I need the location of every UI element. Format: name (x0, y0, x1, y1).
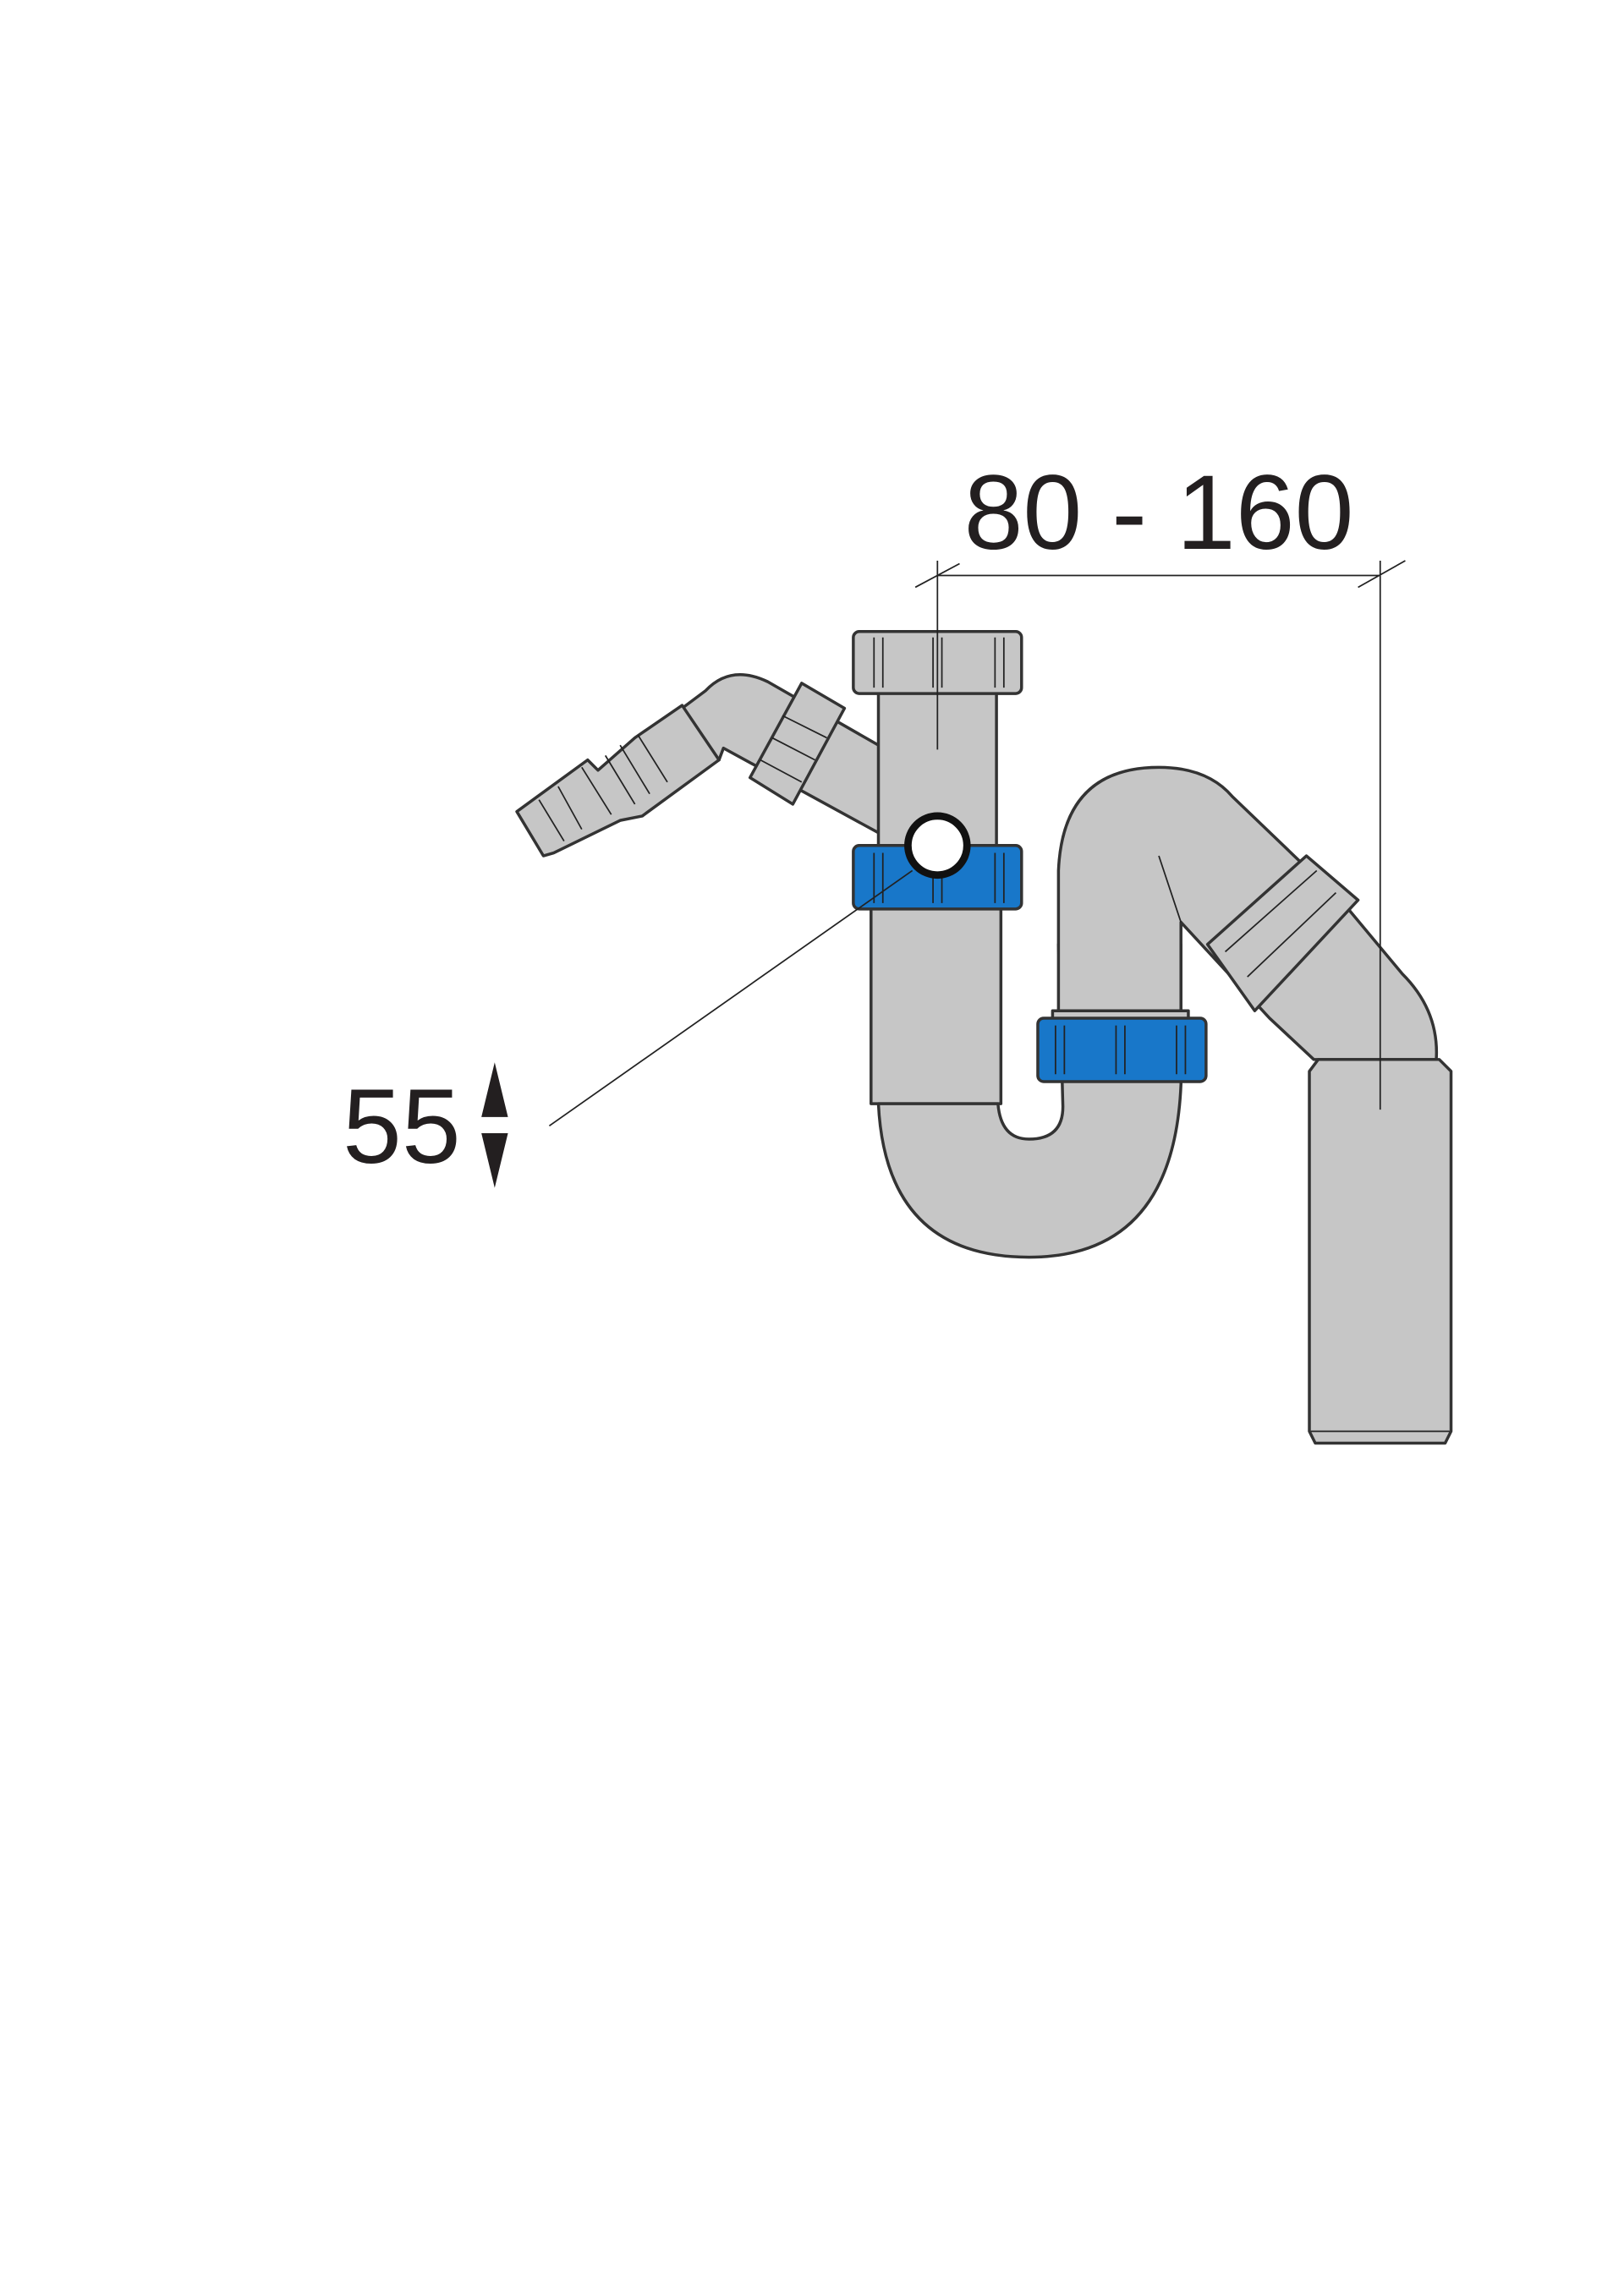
overflow-port (904, 812, 971, 879)
diagonal-nut (1205, 854, 1360, 1012)
blue-nut-lower (1036, 1009, 1208, 1083)
outlet-pipe (1308, 1058, 1453, 1445)
height-arrows-icon (481, 1062, 508, 1188)
height-label: 55 (343, 1066, 461, 1186)
height-leader-line (548, 869, 914, 1127)
width-range-label: 80 - 160 (964, 452, 1354, 572)
hose-connector (515, 673, 893, 858)
width-dimension (914, 560, 1406, 1110)
